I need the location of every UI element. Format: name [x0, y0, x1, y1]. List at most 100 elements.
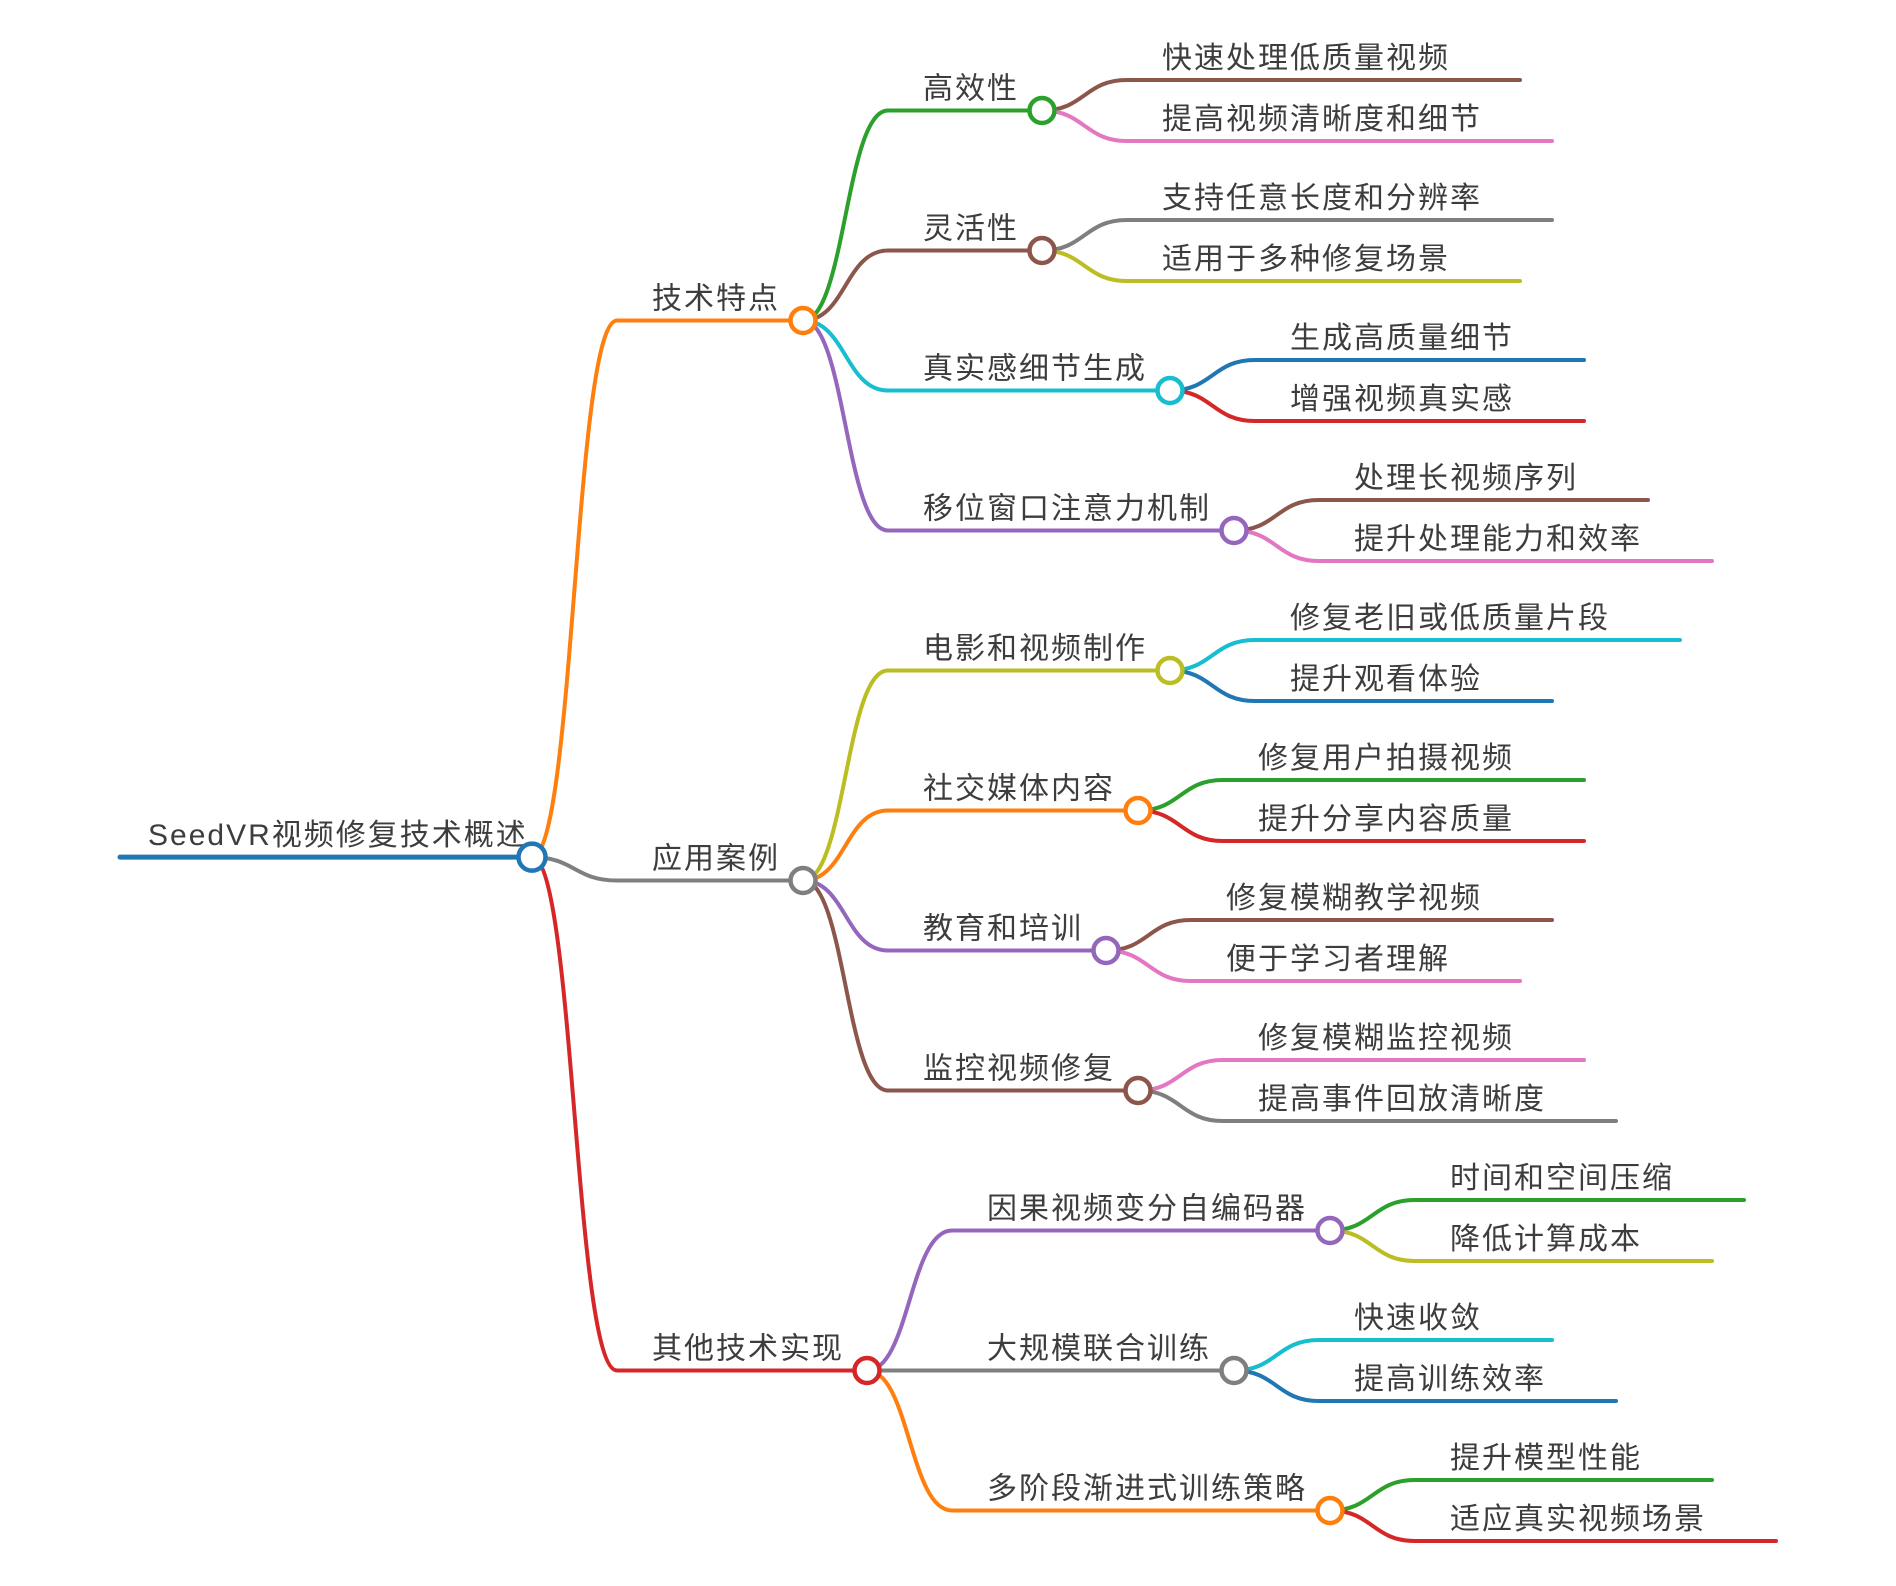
- mindmap-node-d3-1-1-1: 提升分享内容质量: [1258, 803, 1514, 836]
- mindmap-node-d3-0-2-0: 生成高质量细节: [1290, 322, 1514, 355]
- node-label-d2-0-1: 灵活性: [923, 213, 1019, 246]
- node-label-d3-1-1-0: 修复用户拍摄视频: [1258, 742, 1514, 775]
- node-toggle-circle-root[interactable]: [516, 841, 548, 873]
- node-toggle-circle-d2-0-0[interactable]: [1027, 95, 1057, 126]
- node-label-d3-2-2-1: 适应真实视频场景: [1450, 1503, 1706, 1536]
- node-toggle-circle-d2-2-1[interactable]: [1219, 1355, 1249, 1386]
- mindmap-node-d3-1-0-0: 修复老旧或低质量片段: [1290, 602, 1610, 635]
- node-label-d3-1-0-0: 修复老旧或低质量片段: [1290, 602, 1610, 635]
- node-label-d2-2-0: 因果视频变分自编码器: [987, 1193, 1307, 1226]
- node-label-d3-2-1-1: 提高训练效率: [1354, 1363, 1546, 1396]
- node-label-d2-2-2: 多阶段渐进式训练策略: [987, 1473, 1307, 1506]
- mindmap-node-d3-0-3-0: 处理长视频序列: [1354, 462, 1578, 495]
- node-label-d2-1-2: 教育和培训: [923, 913, 1083, 946]
- node-label-d3-0-0-1: 提高视频清晰度和细节: [1162, 103, 1482, 136]
- mindmap-node-d2-1-2: 教育和培训: [923, 913, 1121, 966]
- branch-line-d2-0-0: [801, 108, 1044, 323]
- branch-line-d1-2: [530, 855, 869, 1373]
- mindmap-node-d2-1-1: 社交媒体内容: [923, 773, 1153, 826]
- node-label-d3-0-1-1: 适用于多种修复场景: [1162, 243, 1450, 276]
- node-label-d3-0-3-0: 处理长视频序列: [1354, 462, 1578, 495]
- mindmap-node-d1-1: 应用案例: [652, 843, 818, 896]
- mindmap-node-d2-2-0: 因果视频变分自编码器: [987, 1193, 1345, 1246]
- node-label-d3-1-3-0: 修复模糊监控视频: [1258, 1022, 1514, 1055]
- branch-line-d2-0-1: [801, 248, 1044, 323]
- mindmap-node-d3-1-3-1: 提高事件回放清晰度: [1258, 1083, 1546, 1116]
- node-label-d3-1-1-1: 提升分享内容质量: [1258, 803, 1514, 836]
- node-label-d3-0-2-0: 生成高质量细节: [1290, 322, 1514, 355]
- mindmap-node-d3-0-1-1: 适用于多种修复场景: [1162, 243, 1450, 276]
- mindmap-node-d2-1-0: 电影和视频制作: [923, 633, 1185, 686]
- mindmap-node-d3-2-1-0: 快速收敛: [1354, 1302, 1482, 1335]
- branch-line-d2-1-0: [801, 668, 1172, 883]
- node-label-d3-1-3-1: 提高事件回放清晰度: [1258, 1083, 1546, 1116]
- node-toggle-circle-d2-0-2[interactable]: [1155, 375, 1185, 406]
- mindmap-node-d3-1-2-0: 修复模糊教学视频: [1226, 882, 1482, 915]
- mindmap-node-d1-2: 其他技术实现: [652, 1333, 882, 1386]
- node-label-d3-0-3-1: 提升处理能力和效率: [1354, 523, 1642, 556]
- mindmap-node-d3-1-2-1: 便于学习者理解: [1226, 943, 1450, 976]
- mindmap-node-d3-2-2-1: 适应真实视频场景: [1450, 1503, 1706, 1536]
- branch-line-d2-1-3: [801, 878, 1140, 1093]
- node-label-d2-1-1: 社交媒体内容: [923, 773, 1115, 806]
- branch-line-d2-1-1: [801, 808, 1140, 883]
- node-toggle-circle-d2-1-3[interactable]: [1123, 1075, 1153, 1106]
- branch-line-d2-2-0: [865, 1228, 1332, 1373]
- node-label-d3-0-1-0: 支持任意长度和分辨率: [1162, 182, 1482, 215]
- mindmap-node-d3-0-1-0: 支持任意长度和分辨率: [1162, 182, 1482, 215]
- mindmap-node-d3-1-0-1: 提升观看体验: [1290, 663, 1482, 696]
- node-toggle-circle-d1-2[interactable]: [852, 1355, 882, 1386]
- node-label-d3-1-2-1: 便于学习者理解: [1226, 943, 1450, 976]
- mindmap-node-d1-0: 技术特点: [652, 283, 818, 336]
- link-layer: [117, 78, 1778, 1543]
- node-label-d3-2-0-1: 降低计算成本: [1450, 1223, 1642, 1256]
- node-label-d2-0-0: 高效性: [923, 73, 1019, 106]
- mindmap-node-d3-2-0-0: 时间和空间压缩: [1450, 1162, 1674, 1195]
- node-toggle-circle-d1-0[interactable]: [788, 305, 818, 336]
- branch-line-d1-0: [530, 318, 805, 860]
- mindmap-node-d2-1-3: 监控视频修复: [923, 1053, 1153, 1106]
- node-label-d3-0-0-0: 快速处理低质量视频: [1162, 42, 1450, 75]
- mindmap-node-d3-0-0-1: 提高视频清晰度和细节: [1162, 103, 1482, 136]
- node-label-d3-2-2-0: 提升模型性能: [1450, 1442, 1642, 1475]
- node-label-d2-0-3: 移位窗口注意力机制: [923, 493, 1211, 526]
- node-toggle-circle-d2-1-0[interactable]: [1155, 655, 1185, 686]
- node-label-d1-1: 应用案例: [652, 843, 780, 876]
- mindmap-node-d2-0-1: 灵活性: [923, 213, 1057, 266]
- mindmap-node-root: SeedVR视频修复技术概述: [148, 819, 548, 873]
- node-label-d2-2-1: 大规模联合训练: [987, 1333, 1211, 1366]
- node-label-root: SeedVR视频修复技术概述: [148, 819, 528, 852]
- mindmap-node-d3-2-1-1: 提高训练效率: [1354, 1363, 1546, 1396]
- mindmap-node-d3-1-1-0: 修复用户拍摄视频: [1258, 742, 1514, 775]
- node-toggle-circle-d2-2-2[interactable]: [1315, 1495, 1345, 1526]
- node-label-d3-1-0-1: 提升观看体验: [1290, 663, 1482, 696]
- node-label-d3-0-2-1: 增强视频真实感: [1290, 383, 1514, 416]
- node-label-d3-2-0-0: 时间和空间压缩: [1450, 1162, 1674, 1195]
- mindmap-node-d3-2-2-0: 提升模型性能: [1450, 1442, 1642, 1475]
- node-label-d3-2-1-0: 快速收敛: [1354, 1302, 1482, 1335]
- mindmap-node-d3-1-3-0: 修复模糊监控视频: [1258, 1022, 1514, 1055]
- branch-line-d2-0-3: [801, 318, 1236, 533]
- node-toggle-circle-d2-1-1[interactable]: [1123, 795, 1153, 826]
- node-layer: SeedVR视频修复技术概述 技术特点 高效性 快速处理低质量视频提高视频清晰度和细节…: [148, 42, 1706, 1536]
- mindmap-node-d3-2-0-1: 降低计算成本: [1450, 1223, 1642, 1256]
- mindmap-node-d2-0-0: 高效性: [923, 73, 1057, 126]
- node-toggle-circle-d2-0-1[interactable]: [1027, 235, 1057, 266]
- node-label-d2-0-2: 真实感细节生成: [923, 353, 1147, 386]
- branch-line-d2-2-2: [865, 1368, 1332, 1513]
- node-label-d1-2: 其他技术实现: [652, 1333, 844, 1366]
- node-label-d2-1-3: 监控视频修复: [923, 1053, 1115, 1086]
- node-toggle-circle-d2-0-3[interactable]: [1219, 515, 1249, 546]
- mindmap-node-d3-0-3-1: 提升处理能力和效率: [1354, 523, 1642, 556]
- node-label-d3-1-2-0: 修复模糊教学视频: [1226, 882, 1482, 915]
- mindmap-node-d2-2-2: 多阶段渐进式训练策略: [987, 1473, 1345, 1526]
- mindmap-node-d2-0-2: 真实感细节生成: [923, 353, 1185, 406]
- node-label-d1-0: 技术特点: [652, 283, 780, 316]
- node-toggle-circle-d1-1[interactable]: [788, 865, 818, 896]
- mindmap-node-d2-2-1: 大规模联合训练: [987, 1333, 1249, 1386]
- node-label-d2-1-0: 电影和视频制作: [923, 633, 1147, 666]
- node-toggle-circle-d2-1-2[interactable]: [1091, 935, 1121, 966]
- node-toggle-circle-d2-2-0[interactable]: [1315, 1215, 1345, 1246]
